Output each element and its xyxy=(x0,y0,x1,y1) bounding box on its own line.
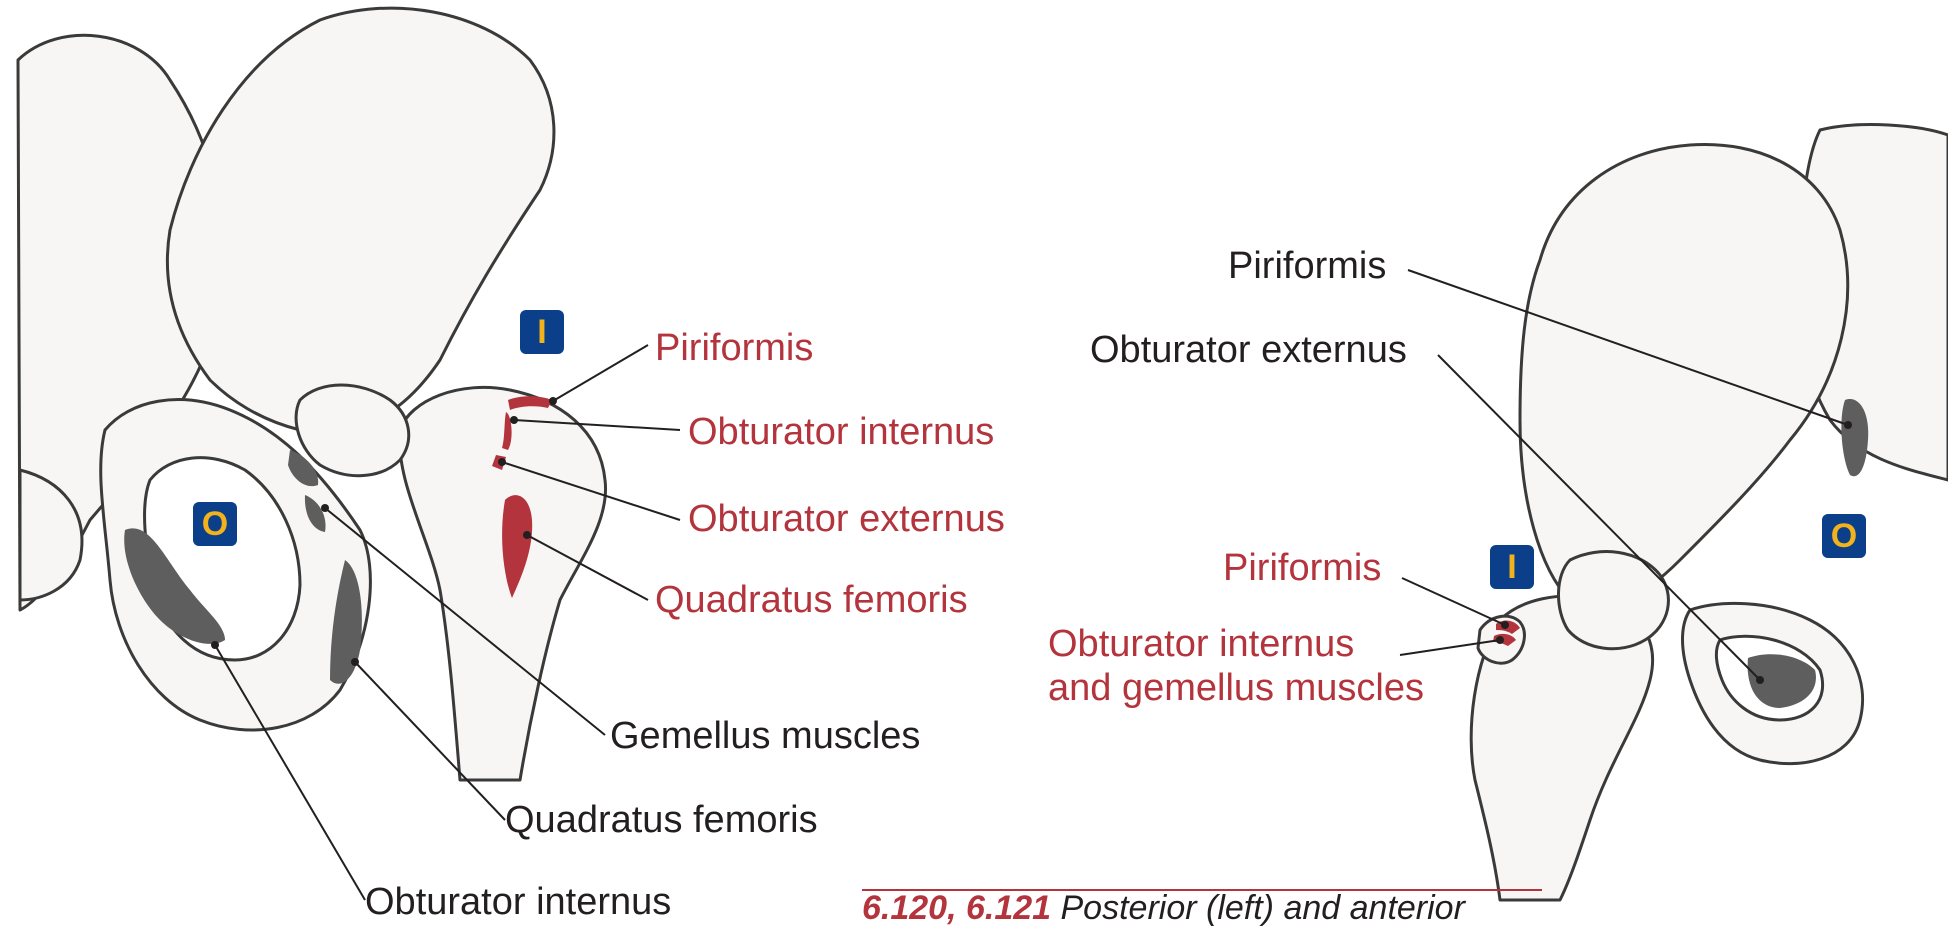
figure-caption: 6.120, 6.121 Posterior (left) and anteri… xyxy=(862,888,1465,928)
label-obturator-internus-gemellus-line1: Obturator internus xyxy=(1048,622,1354,666)
caption-text: Posterior (left) and anterior xyxy=(1051,889,1465,927)
label-gemellus-origin: Gemellus muscles xyxy=(610,714,920,758)
label-piriformis-insertion: Piriformis xyxy=(655,326,813,370)
leader-piriformis-red xyxy=(553,345,648,401)
caption-figure-number: 6.120, 6.121 xyxy=(862,889,1051,927)
anterior-hip-illustration xyxy=(1471,125,1948,900)
label-obturator-internus-insertion: Obturator internus xyxy=(688,410,994,454)
label-piriformis-origin: Piriformis xyxy=(1228,244,1386,288)
insertion-badge-anterior: I xyxy=(1490,545,1534,589)
ilium xyxy=(167,8,554,432)
label-obturator-externus-insertion: Obturator externus xyxy=(688,497,1005,541)
ilium xyxy=(1520,144,1848,607)
origin-badge-posterior: O xyxy=(193,502,237,546)
insertion-badge-posterior: I xyxy=(520,310,564,354)
label-obturator-internus-origin: Obturator internus xyxy=(365,880,671,924)
femoral-head xyxy=(1558,552,1668,649)
label-obturator-externus-origin: Obturator externus xyxy=(1090,328,1407,372)
label-quadratus-femoris-insertion: Quadratus femoris xyxy=(655,578,968,622)
label-quadratus-femoris-origin: Quadratus femoris xyxy=(505,798,818,842)
label-obturator-internus-gemellus-line2: and gemellus muscles xyxy=(1048,666,1424,710)
origin-badge-anterior: O xyxy=(1822,514,1866,558)
label-piriformis-insertion-anterior: Piriformis xyxy=(1223,546,1381,590)
